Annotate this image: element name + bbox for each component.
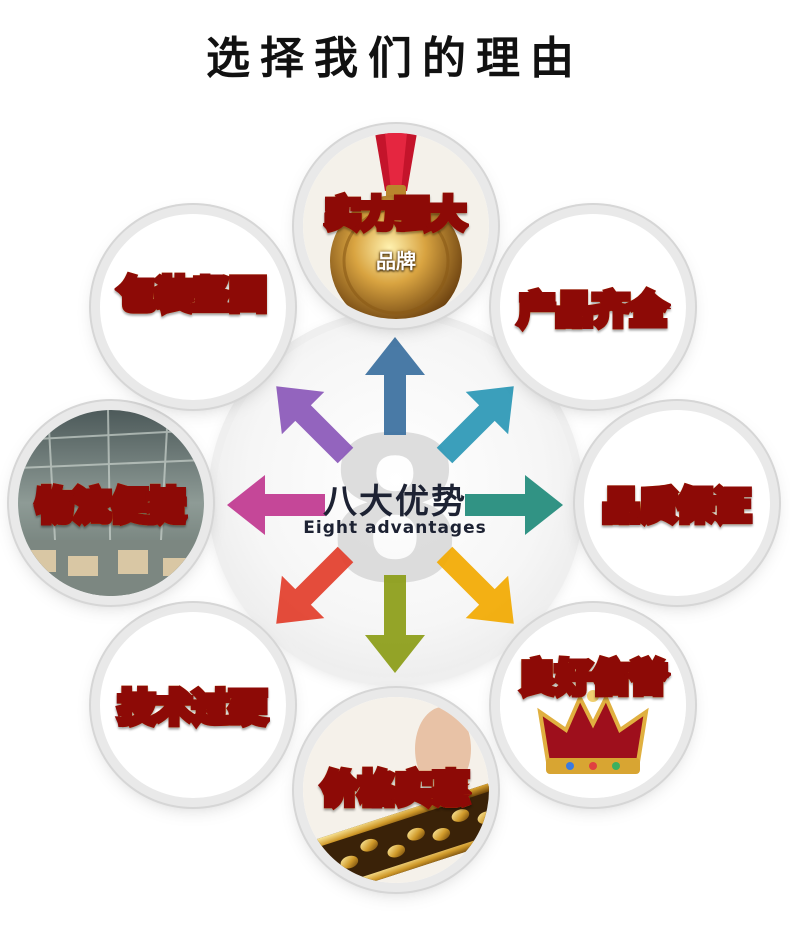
arrow-down-left	[276, 546, 354, 624]
arrow-down-right	[436, 546, 514, 624]
center-subtitle: Eight advantages	[303, 518, 487, 538]
advantage-label: 产品齐全	[515, 281, 669, 335]
advantage-label: 价格实惠	[318, 760, 472, 814]
advantage-label: 实力强大	[323, 187, 469, 238]
warehouse-image	[18, 410, 204, 596]
advantage-label: 包装坚固	[115, 266, 269, 320]
arrow-right	[465, 475, 563, 535]
advantage-circle-range: 产品齐全	[500, 214, 686, 400]
center-title: 八大优势	[323, 482, 467, 522]
red-crown-image	[500, 612, 686, 798]
gold-medal-image	[303, 133, 489, 319]
arrow-down	[365, 575, 425, 673]
advantage-circle-reputation: 良好信誉	[500, 612, 686, 798]
arrow-left	[227, 475, 325, 535]
advantage-label: 品质保证	[599, 477, 753, 531]
advantage-circle-price: 价格实惠	[303, 697, 489, 883]
advantage-circle-strength: 实力强大 品牌	[303, 133, 489, 319]
arrow-up	[365, 337, 425, 435]
gold-abacus-image	[303, 697, 489, 883]
advantage-sublabel: 品牌	[376, 248, 416, 273]
advantage-circle-logistics: 物流便捷	[18, 410, 204, 596]
advantage-label: 技术过硬	[115, 679, 269, 733]
page-title: 选择我们的理由	[206, 33, 584, 84]
advantage-circle-technology: 技术过硬	[100, 612, 286, 798]
advantage-label: 物流便捷	[33, 477, 187, 531]
advantage-label: 良好信誉	[515, 649, 669, 703]
advantage-circle-packaging: 包装坚固	[100, 214, 286, 400]
advantage-circle-quality: 品质保证	[584, 410, 770, 596]
arrow-up-right	[436, 386, 514, 464]
arrow-up-left	[276, 386, 354, 464]
